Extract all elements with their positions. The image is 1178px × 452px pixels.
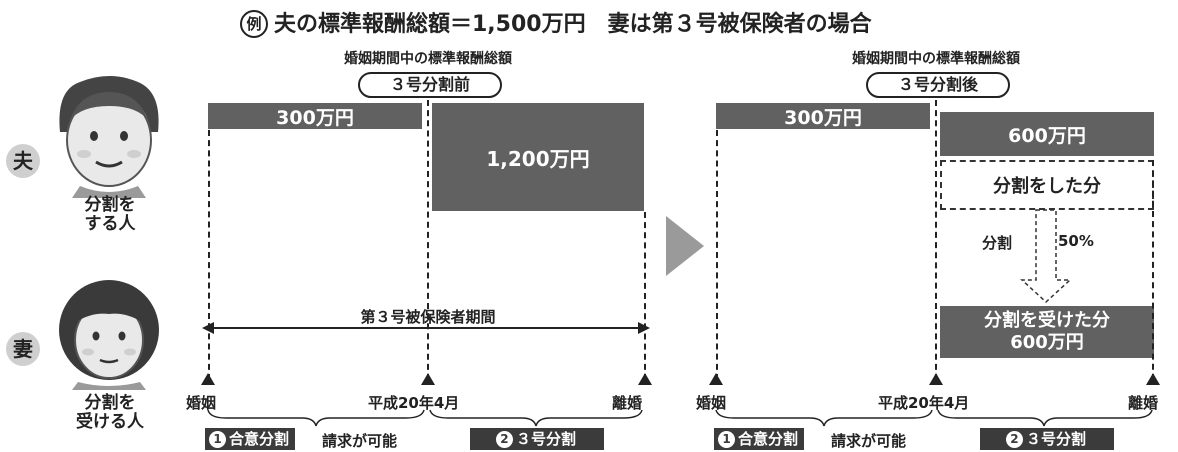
before-period-label: 第３号被保険者期間 [360, 308, 496, 326]
before-brackets [207, 409, 643, 427]
before-start-guide [208, 130, 210, 380]
husband-caption-line1: 分割を [84, 195, 136, 215]
after-subtitle: 婚姻期間中の標準報酬総額 [852, 51, 1020, 67]
after-received-line1: 分割を受けた分 [984, 310, 1110, 331]
husband-role-badge: 夫 [6, 144, 40, 178]
after-badge-2-num: 2 [1005, 430, 1023, 448]
after-split-label: 分割 [982, 234, 1013, 252]
before-event-mid: 平成20年4月 [368, 394, 460, 412]
after-mid-marker [929, 373, 943, 385]
before-end-guide [644, 212, 646, 380]
before-mid-guide [427, 100, 429, 380]
after-end-guide [1152, 160, 1154, 380]
after-badge-1-label: 合意分割 [738, 430, 799, 448]
after-pill: ３号分割後 [866, 72, 1010, 98]
before-badge-1-num: 1 [209, 430, 226, 448]
after-start-guide [716, 130, 718, 380]
before-pill: ３号分割前 [358, 72, 502, 98]
after-event-start: 婚姻 [696, 394, 727, 412]
title-text: 夫の標準報酬総額＝1,500万円 妻は第３号被保険者の場合 [274, 12, 872, 37]
after-mid-guide [935, 100, 937, 380]
after-badge-1-num: 1 [718, 430, 735, 448]
husband-caption: 分割を する人 [60, 196, 160, 234]
after-bar-left: 300万円 [716, 103, 930, 129]
after-start-marker [709, 373, 723, 385]
wife-caption-line1: 分割を [84, 393, 136, 413]
page-title: 例夫の標準報酬総額＝1,500万円 妻は第３号被保険者の場合 [240, 6, 872, 38]
after-received-line2: 600万円 [1010, 332, 1084, 353]
before-event-end: 離婚 [612, 394, 643, 412]
wife-role-badge: 妻 [6, 332, 40, 366]
after-split-box: 分割をした分 [940, 160, 1154, 210]
after-bar-right: 600万円 [940, 112, 1154, 156]
before-start-marker [201, 373, 215, 385]
after-split-arrow [1020, 209, 1072, 304]
after-brackets [715, 409, 1153, 427]
wife-face-icon [59, 280, 159, 390]
before-bar-right: 1,200万円 [432, 103, 644, 211]
after-split-pct: 50% [1058, 232, 1094, 250]
before-subtitle: 婚姻期間中の標準報酬総額 [344, 51, 512, 67]
after-received-bar: 分割を受けた分 600万円 [940, 306, 1154, 358]
after-event-mid: 平成20年4月 [878, 394, 970, 412]
before-badge-2-label: ３号分割 [515, 430, 576, 448]
after-event-end: 離婚 [1128, 394, 1159, 412]
before-end-marker [638, 373, 652, 385]
husband-caption-line2: する人 [84, 214, 136, 234]
before-event-start: 婚姻 [186, 394, 217, 412]
husband-face-icon [59, 76, 159, 198]
before-badge-1-note: 請求が可能 [322, 432, 398, 450]
before-period-arrow [202, 322, 650, 334]
rei-mark: 例 [240, 10, 268, 38]
before-badge-1-label: 合意分割 [229, 430, 290, 448]
transition-arrow-icon [666, 216, 704, 276]
after-end-marker [1146, 373, 1160, 385]
before-mid-marker [421, 373, 435, 385]
before-bar-left: 300万円 [208, 103, 422, 129]
after-badge-1-note: 請求が可能 [831, 432, 907, 450]
wife-caption-line2: 受ける人 [76, 412, 144, 432]
wife-caption: 分割を 受ける人 [60, 394, 160, 432]
after-badge-2-label: ３号分割 [1025, 430, 1086, 448]
before-badge-2-num: 2 [495, 430, 513, 448]
